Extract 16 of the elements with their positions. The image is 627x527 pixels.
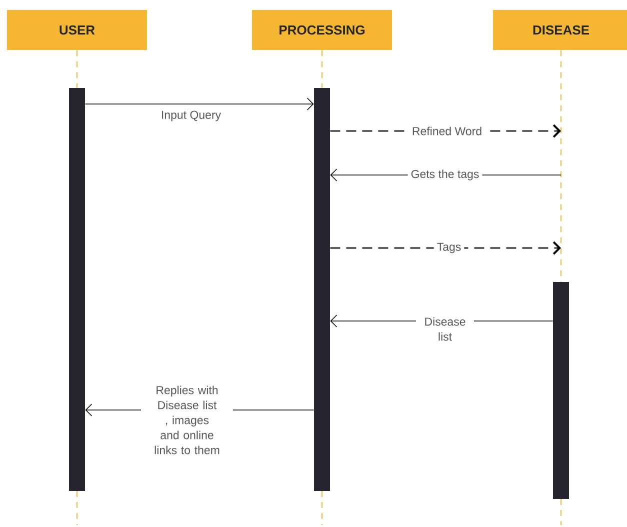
edge-label: Replies with Disease list , images and online links to them: [141, 382, 233, 458]
message-arrow: [84, 98, 314, 110]
message-arrow: [330, 241, 561, 255]
lifeline-header: DISEASE: [493, 10, 627, 50]
activation-bar: [314, 88, 330, 491]
activation-bar: [553, 282, 569, 499]
edge-label: Gets the tags: [408, 166, 482, 184]
edge-label: Refined Word: [408, 124, 486, 138]
lifeline: [76, 50, 78, 88]
activation-bar: [69, 88, 85, 491]
edge-label: Tags: [434, 240, 464, 256]
lifeline-header: USER: [7, 10, 147, 50]
edge-label: Disease list: [416, 314, 474, 344]
edge-label: Input Query: [158, 108, 224, 124]
lifeline-header: PROCESSING: [252, 10, 392, 50]
lifeline: [560, 50, 562, 282]
